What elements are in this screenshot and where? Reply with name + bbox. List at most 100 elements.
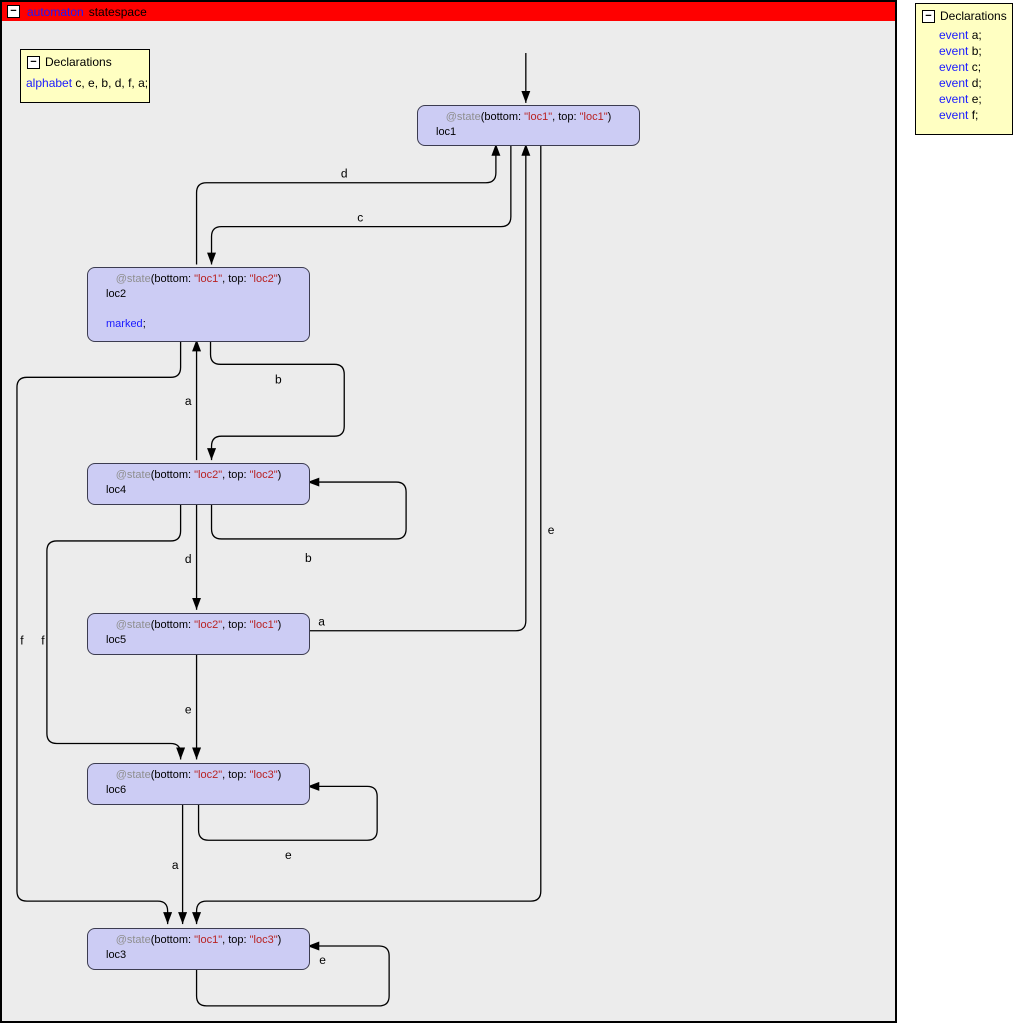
state-annotation-close: )	[277, 469, 282, 481]
event-item-e: event e;	[916, 91, 1012, 107]
edge-label-e-loc6-loc6: e	[285, 848, 292, 862]
event-keyword: event	[939, 108, 969, 122]
event-name: b;	[971, 44, 982, 58]
state-annotation-keyword: @state	[115, 273, 151, 285]
event-name: f;	[971, 108, 979, 122]
state-annotation-keyword: @state	[115, 619, 151, 631]
edge-e-loc6-loc6	[197, 781, 378, 841]
events-list: event a;event b;event c;event d;event e;…	[916, 23, 1012, 123]
event-name: e;	[971, 92, 982, 106]
automaton-name: statespace	[88, 4, 147, 19]
edge-label-a-loc6-loc3: a	[172, 858, 179, 872]
edge-label-c-loc1-loc2: c	[357, 211, 363, 225]
state-annotation-bottom-label: (bottom:	[150, 469, 195, 481]
edge-e-loc1-loc3	[192, 143, 542, 925]
events-declarations-panel: − Declarations event a;event b;event c;e…	[915, 3, 1013, 135]
event-item-f: event f;	[916, 107, 1012, 123]
state-annotation-bottom-label: (bottom:	[150, 769, 195, 781]
collapse-events-button[interactable]: −	[922, 9, 935, 23]
edge-label-a-loc4-loc2: a	[185, 394, 192, 408]
edge-a-loc5-loc1	[307, 143, 531, 632]
edge-d-loc2-loc1	[195, 143, 501, 265]
state-loc4[interactable]: @state(bottom: "loc2", top: "loc2")loc4	[87, 463, 310, 505]
state-annotation-top-value: "loc1"	[579, 111, 608, 123]
edge-label-d-loc2-loc1: d	[341, 167, 348, 181]
edge-label-e-loc1-loc3: e	[548, 523, 555, 537]
state-annotation: @state(bottom: "loc2", top: "loc3")	[88, 768, 309, 783]
edge-label-f-loc2-loc3: f	[20, 634, 24, 648]
automaton-titlebar: − automaton statespace	[2, 2, 895, 21]
edge-e-loc3-loc3	[195, 941, 390, 1007]
edge-label-e-loc3-loc3: e	[319, 953, 326, 967]
state-annotation-bottom-value: "loc2"	[194, 619, 223, 631]
state-annotation-close: )	[277, 934, 282, 946]
state-annotation-keyword: @state	[115, 934, 151, 946]
state-loc3[interactable]: @state(bottom: "loc1", top: "loc3")loc3	[87, 928, 310, 970]
state-name: loc3	[106, 949, 127, 961]
state-name: loc1	[436, 126, 457, 138]
edge-label-b-loc4-loc4: b	[305, 551, 312, 565]
state-annotation-top-value: "loc3"	[249, 769, 278, 781]
state-annotation-close: )	[277, 619, 282, 631]
state-blank-line	[88, 302, 309, 317]
state-annotation-top-value: "loc3"	[249, 934, 278, 946]
collapse-declarations-button[interactable]: −	[27, 55, 40, 69]
state-annotation-top-value: "loc2"	[249, 469, 278, 481]
state-annotation-bottom-label: (bottom:	[150, 934, 195, 946]
state-annotation-top-label: , top:	[222, 619, 250, 631]
state-annotation-top-label: , top:	[222, 934, 250, 946]
events-header: Declarations	[940, 9, 1007, 23]
event-keyword: event	[939, 92, 969, 106]
event-item-a: event a;	[916, 27, 1012, 43]
marked-punct: ;	[142, 318, 146, 330]
state-name: loc2	[106, 288, 127, 300]
state-annotation: @state(bottom: "loc2", top: "loc1")	[88, 618, 309, 633]
alphabet-keyword: alphabet	[26, 76, 73, 90]
state-loc5[interactable]: @state(bottom: "loc2", top: "loc1")loc5	[87, 613, 310, 655]
event-keyword: event	[939, 76, 969, 90]
alphabet-line: alphabet c, e, b, d, f, a;	[21, 69, 149, 90]
state-annotation: @state(bottom: "loc2", top: "loc2")	[88, 468, 309, 483]
state-loc1[interactable]: @state(bottom: "loc1", top: "loc1")loc1	[417, 105, 640, 146]
state-loc6[interactable]: @state(bottom: "loc2", top: "loc3")loc6	[87, 763, 310, 805]
collapse-automaton-button[interactable]: −	[7, 5, 20, 18]
declarations-header: Declarations	[45, 55, 112, 69]
state-name: loc5	[106, 634, 127, 646]
edge-label-b-loc2-loc4: b	[275, 372, 282, 386]
state-annotation-bottom-value: "loc2"	[194, 469, 223, 481]
state-name: loc6	[106, 784, 127, 796]
state-annotation-close: )	[277, 769, 282, 781]
state-annotation-keyword: @state	[115, 769, 151, 781]
state-annotation-bottom-value: "loc1"	[194, 934, 223, 946]
state-annotation-bottom-label: (bottom:	[150, 273, 195, 285]
event-item-b: event b;	[916, 43, 1012, 59]
state-annotation-bottom-label: (bottom:	[150, 619, 195, 631]
event-name: c;	[971, 60, 982, 74]
state-annotation: @state(bottom: "loc1", top: "loc3")	[88, 933, 309, 948]
state-annotation-top-label: , top:	[552, 111, 580, 123]
state-marked: marked;	[88, 317, 309, 332]
event-name: d;	[971, 76, 982, 90]
event-keyword: event	[939, 44, 969, 58]
alphabet-items: c, e, b, d, f, a;	[75, 76, 149, 90]
state-annotation-close: )	[607, 111, 612, 123]
state-annotation-bottom-label: (bottom:	[480, 111, 525, 123]
state-annotation-top-label: , top:	[222, 469, 250, 481]
state-annotation-keyword: @state	[445, 111, 481, 123]
state-annotation-bottom-value: "loc1"	[194, 273, 223, 285]
state-annotation: @state(bottom: "loc1", top: "loc1")	[418, 110, 639, 125]
state-annotation-keyword: @state	[115, 469, 151, 481]
state-annotation-top-label: , top:	[222, 769, 250, 781]
edge-b-loc2-loc4	[207, 339, 345, 461]
event-keyword: event	[939, 28, 969, 42]
edge-b-loc4-loc4	[210, 477, 407, 540]
edge-label-e-loc5-loc6: e	[185, 703, 192, 717]
edge-label-f-loc4-loc6: f	[41, 634, 45, 648]
automaton-keyword: automaton	[27, 4, 84, 19]
state-annotation-top-value: "loc1"	[249, 619, 278, 631]
edge-f-loc2-loc3	[16, 339, 182, 925]
state-annotation-close: )	[277, 273, 282, 285]
